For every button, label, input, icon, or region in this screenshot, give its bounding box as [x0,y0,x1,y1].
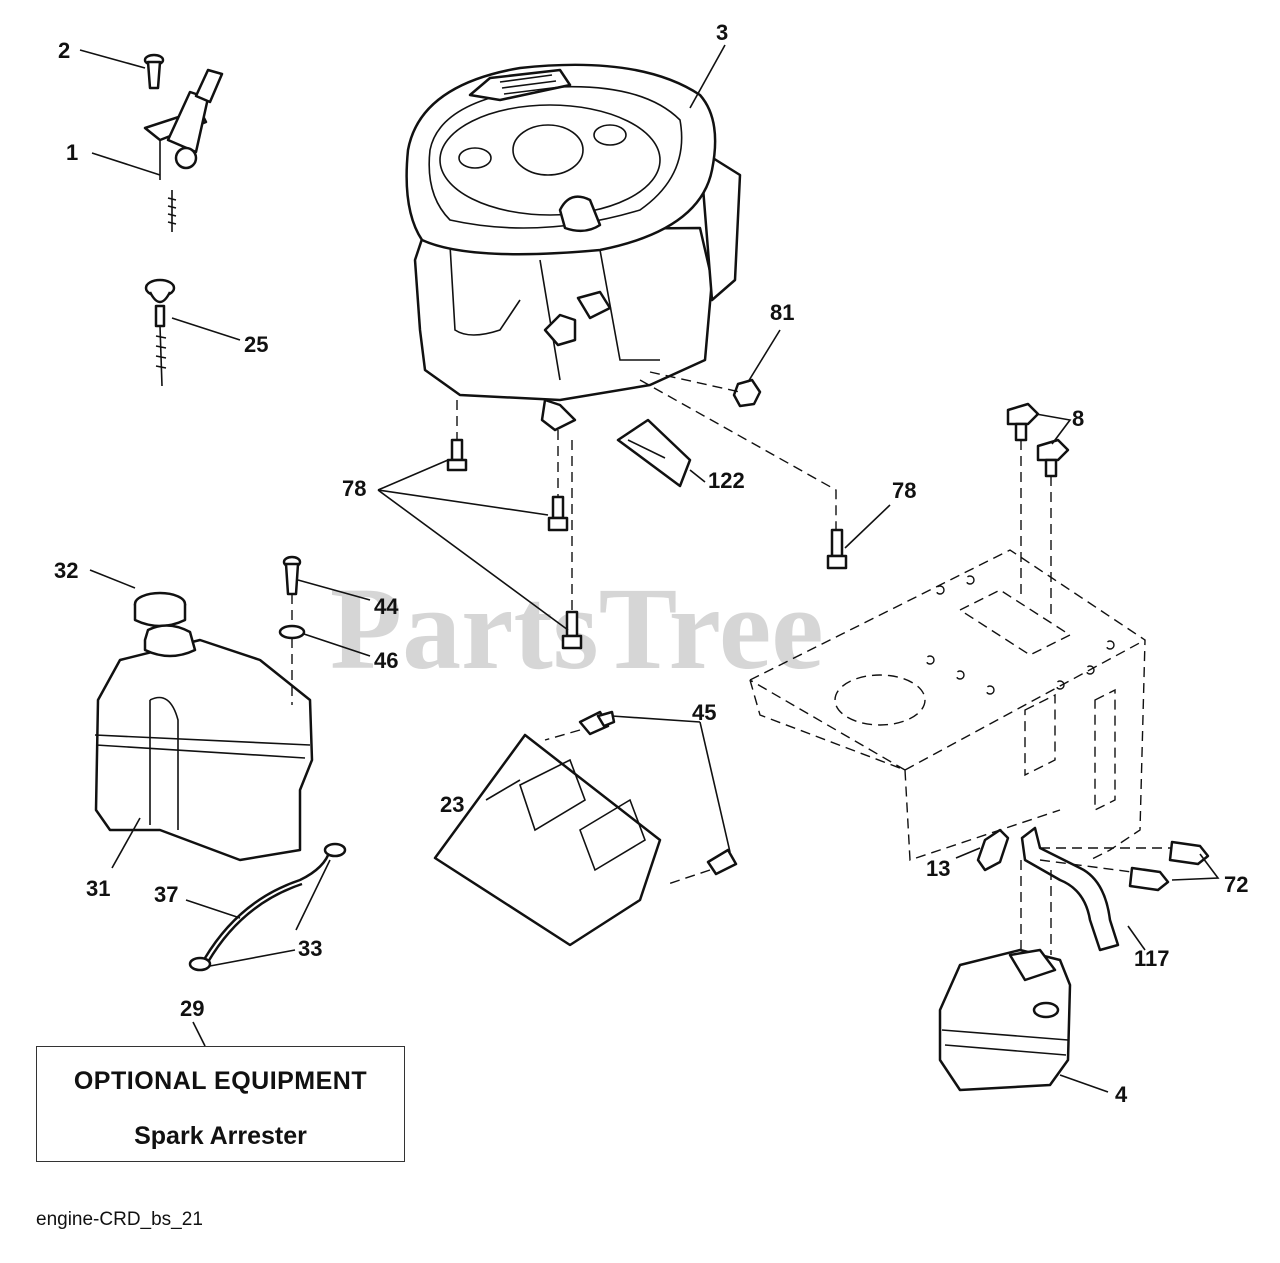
frame-plate-part [749,549,1146,861]
bolt-8-a-part [1006,402,1040,442]
shield-plate-23-part [433,733,662,947]
screw-45-a-part [578,710,616,736]
leader-2 [79,49,146,69]
callout-1: 1 [66,140,78,165]
callout-122: 122 [708,468,745,493]
gasket-13-part [976,828,1010,872]
leader-8 [1035,413,1072,445]
callout-81: 81 [770,300,794,325]
callout-45: 45 [692,700,716,725]
callout-31: 31 [86,876,110,901]
callout-13: 13 [926,856,950,881]
bolt-72-a-part [1168,840,1210,866]
washer-46-part [278,624,306,640]
muffler-4-part [938,948,1072,1092]
callout-37: 37 [154,882,178,907]
screw-2-part [143,53,165,90]
bolt-78-d-part [826,528,848,570]
fuel-cap-part [133,591,187,628]
callout-78-b: 78 [892,478,916,503]
optional-equipment-title: OPTIONAL EQUIPMENT [73,1067,368,1095]
nut-81-part [732,378,762,408]
leader-32 [89,569,136,589]
bolt-78-b-part [547,495,569,532]
leader-81 [747,329,781,383]
leader-1 [91,152,161,176]
callout-25: 25 [244,332,268,357]
callout-33: 33 [298,936,322,961]
exhaust-pipe-117-part [1020,826,1120,952]
callout-3: 3 [716,20,728,45]
leader-33 [209,859,331,967]
dash-78 [456,379,837,612]
leader-37 [185,899,241,919]
fuel-line-part [188,842,347,972]
callout-2: 2 [58,38,70,63]
leader-25 [171,317,241,341]
bolt-78-a-part [446,438,468,472]
bolt-8-b-part [1036,438,1070,478]
callout-32: 32 [54,558,78,583]
optional-equipment-box: OPTIONAL EQUIPMENT Spark Arrester [36,1046,405,1162]
dash-45 [544,729,711,886]
bolt-72-b-part [1128,866,1170,892]
leader-45 [611,715,731,853]
callout-78-a: 78 [342,476,366,501]
leader-122 [689,469,706,483]
screw-45-b-part [706,848,738,876]
callout-72: 72 [1224,872,1248,897]
leader-31 [111,817,141,869]
heat-shield-122-part [616,418,692,488]
callout-46: 46 [374,648,398,673]
diagram-code: engine-CRD_bs_21 [36,1209,203,1230]
leader-46 [303,633,371,657]
dash-8 [1020,440,1052,620]
leader-78-a [377,459,569,631]
leader-23 [485,779,521,801]
choke-knob-part [144,278,176,387]
callout-4: 4 [1115,1082,1128,1107]
leader-72 [1171,853,1220,881]
bolt-78-c-part [561,610,583,650]
leader-117 [1127,925,1146,951]
leader-44 [297,579,371,601]
fuel-tank-part [94,624,314,862]
engine-part [405,63,742,432]
leader-13 [955,847,981,859]
spark-arrester-label: Spark Arrester [134,1122,307,1150]
callout-23: 23 [440,792,464,817]
leader-3 [689,44,726,109]
callout-8: 8 [1072,406,1084,431]
callout-29: 29 [180,996,204,1021]
leader-29 [192,1021,206,1047]
leader-78-b [844,504,891,549]
throttle-control-part [143,68,224,232]
screw-44-part [282,555,302,596]
callout-44: 44 [374,594,399,619]
callout-117: 117 [1134,946,1170,971]
leader-4 [1059,1074,1109,1093]
